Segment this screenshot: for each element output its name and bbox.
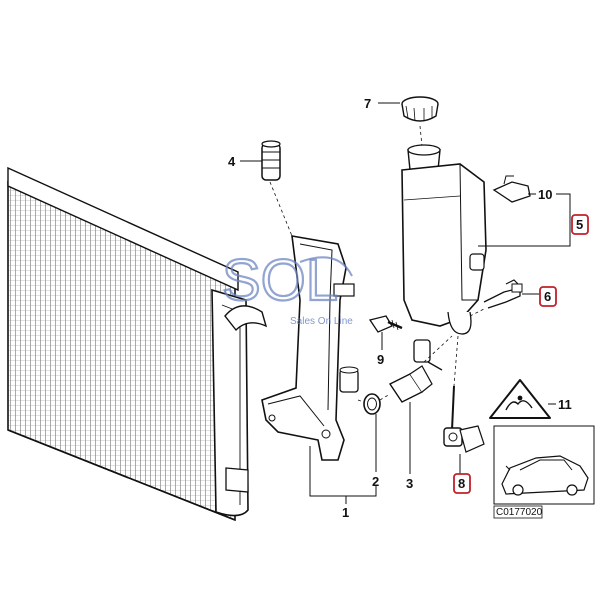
expansion-tank-cap — [401, 96, 439, 122]
leader-lines — [240, 102, 571, 504]
callout-9: 9 — [377, 352, 384, 367]
screw — [368, 315, 403, 333]
callout-labels: 7 4 10 9 11 3 2 1 5 6 8 — [228, 96, 589, 520]
callout-2: 2 — [372, 474, 379, 489]
callout-5: 5 — [576, 217, 583, 232]
expansion-tank — [401, 144, 487, 335]
callout-4: 4 — [228, 154, 236, 169]
callout-1: 1 — [342, 505, 349, 520]
retaining-clip — [492, 175, 531, 203]
coolant-level-sensor — [443, 385, 485, 453]
callout-11: 11 — [558, 397, 572, 412]
vehicle-thumbnail: C0177020 — [493, 425, 595, 519]
callout-8: 8 — [458, 476, 465, 491]
callout-7: 7 — [364, 96, 371, 111]
watermark: SOL Sales On Line — [221, 247, 353, 327]
watermark-tagline: Sales On Line — [290, 316, 353, 327]
wire-bracket — [483, 279, 523, 309]
callout-6: 6 — [544, 289, 551, 304]
highlight-box-5 — [571, 214, 589, 235]
radiator — [7, 166, 268, 522]
highlight-box-8 — [453, 473, 471, 494]
watermark-swoosh — [299, 256, 353, 277]
rubber-mount — [261, 140, 281, 181]
highlight-box-6 — [539, 286, 557, 307]
mounting-bracket — [261, 235, 359, 461]
temperature-sensor — [388, 339, 443, 403]
warning-label — [489, 379, 551, 419]
callout-3: 3 — [406, 476, 413, 491]
o-ring — [363, 393, 381, 415]
callout-10: 10 — [538, 187, 552, 202]
reference-code: C0177020 — [496, 507, 543, 518]
